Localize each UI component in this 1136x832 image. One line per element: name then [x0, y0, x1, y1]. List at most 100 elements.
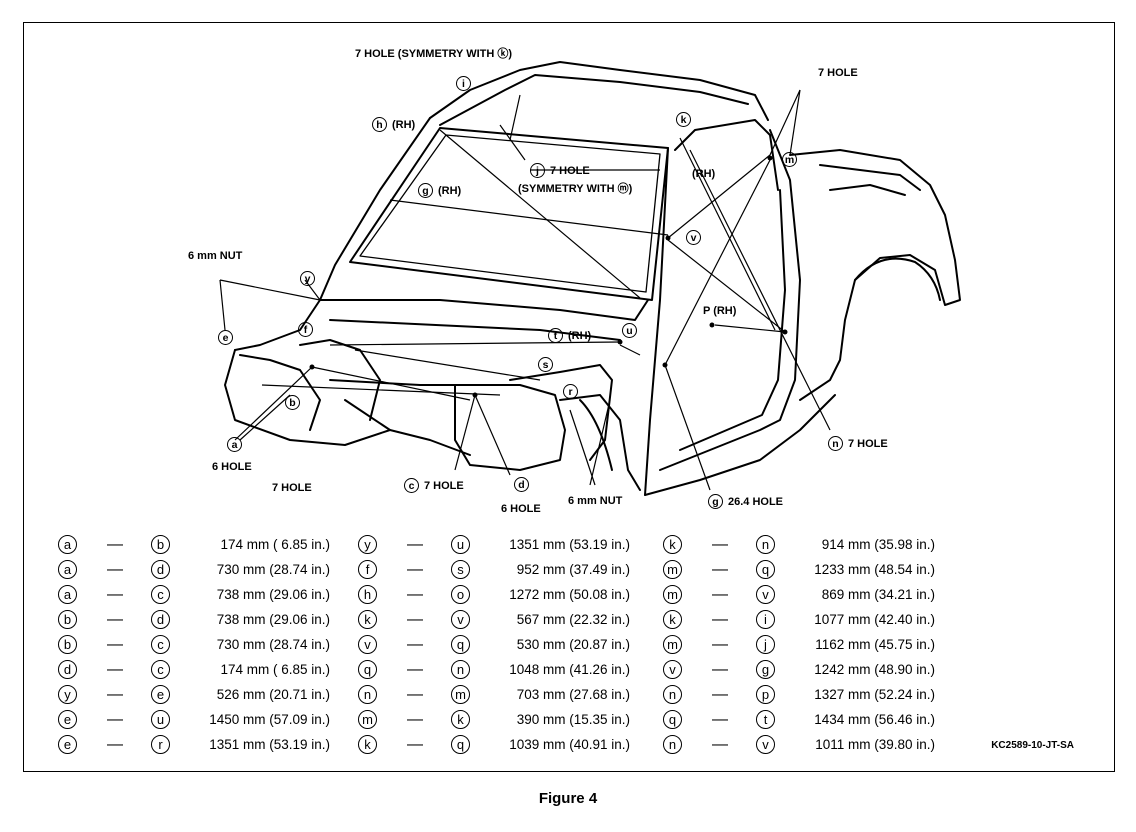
measure-line-b: [234, 366, 313, 441]
callout-nut-r: 6 mm NUT: [568, 495, 623, 507]
distance-value: 174 mm ( 6.85 in.): [220, 537, 330, 552]
point-label: q: [451, 635, 470, 654]
point-label: c: [151, 635, 170, 654]
measure-line-m-v: [667, 154, 771, 239]
callout-nut-y: 6 mm NUT: [188, 250, 243, 262]
callout-e: e: [218, 330, 233, 345]
point-label: m: [451, 685, 470, 704]
point-label: y: [358, 535, 377, 554]
distance-value: 730 mm (28.74 in.): [216, 562, 330, 577]
point-label: o: [451, 585, 470, 604]
point-label: k: [451, 710, 470, 729]
bed-side: [789, 149, 961, 401]
callout-d-hole: 6 HOLE: [501, 503, 541, 515]
distance-value: 390 mm (15.35 in.): [516, 712, 630, 727]
roof-outline: [429, 61, 769, 121]
callout-i: i: [456, 76, 471, 91]
callout-rh-right: (RH): [692, 168, 716, 180]
measure-line-v-q: [667, 239, 786, 333]
measure-line-t: [329, 341, 621, 346]
dash-separator: —: [107, 610, 123, 628]
callout-s: s: [538, 357, 553, 372]
dash-separator: —: [712, 635, 728, 653]
point-label: t: [756, 710, 775, 729]
point-label: n: [756, 535, 775, 554]
point-label: a: [58, 560, 77, 579]
callout-v: v: [686, 230, 701, 245]
point-label: b: [58, 610, 77, 629]
callout-g-top: g(RH): [418, 183, 461, 198]
point-label: q: [358, 660, 377, 679]
distance-value: 1434 mm (56.46 in.): [814, 712, 935, 727]
distance-value: 1077 mm (42.40 in.): [814, 612, 935, 627]
point-label: y: [58, 685, 77, 704]
measure-line-k: [679, 137, 776, 331]
distance-value: 530 mm (20.87 in.): [516, 637, 630, 652]
measure-line-g: [389, 199, 669, 236]
point-label: k: [663, 535, 682, 554]
distance-value: 1233 mm (48.54 in.): [814, 562, 935, 577]
point-label: n: [451, 660, 470, 679]
cowl: [319, 299, 649, 321]
point-label: q: [756, 560, 775, 579]
dash-separator: —: [107, 660, 123, 678]
distance-value: 869 mm (34.21 in.): [821, 587, 935, 602]
point-label: k: [358, 735, 377, 754]
callout-y: y: [300, 271, 315, 286]
distance-value: 738 mm (29.06 in.): [216, 612, 330, 627]
distance-value: 1242 mm (48.90 in.): [814, 662, 935, 677]
callout-a-hole: 6 HOLE: [212, 461, 252, 473]
callout-k: k: [676, 112, 691, 127]
point-label: e: [58, 710, 77, 729]
point-label: a: [58, 585, 77, 604]
distance-value: 1272 mm (50.08 in.): [509, 587, 630, 602]
callout-m-hole: 7 HOLE: [818, 67, 858, 79]
dash-separator: —: [107, 585, 123, 603]
point-label: k: [663, 610, 682, 629]
point-label: b: [151, 535, 170, 554]
distance-value: 567 mm (22.32 in.): [516, 612, 630, 627]
callout-h: h(RH): [372, 117, 415, 132]
measure-line-n: [689, 149, 831, 431]
dash-separator: —: [407, 635, 423, 653]
distance-value: 952 mm (37.49 in.): [516, 562, 630, 577]
dash-separator: —: [407, 710, 423, 728]
distance-value: 1162 mm (45.75 in.): [815, 637, 935, 652]
dash-separator: —: [712, 585, 728, 603]
point-label: m: [663, 585, 682, 604]
point-label: q: [663, 710, 682, 729]
dash-separator: —: [407, 585, 423, 603]
distance-value: 1011 mm (39.80 in.): [815, 737, 935, 752]
figure-frame: [23, 22, 1115, 772]
point-label: g: [756, 660, 775, 679]
callout-r: r: [563, 384, 578, 399]
dash-separator: —: [407, 560, 423, 578]
dash-separator: —: [407, 535, 423, 553]
callout-p-rh: P (RH): [703, 305, 737, 317]
dash-separator: —: [407, 610, 423, 628]
dash-separator: —: [107, 560, 123, 578]
windshield: [349, 127, 669, 301]
